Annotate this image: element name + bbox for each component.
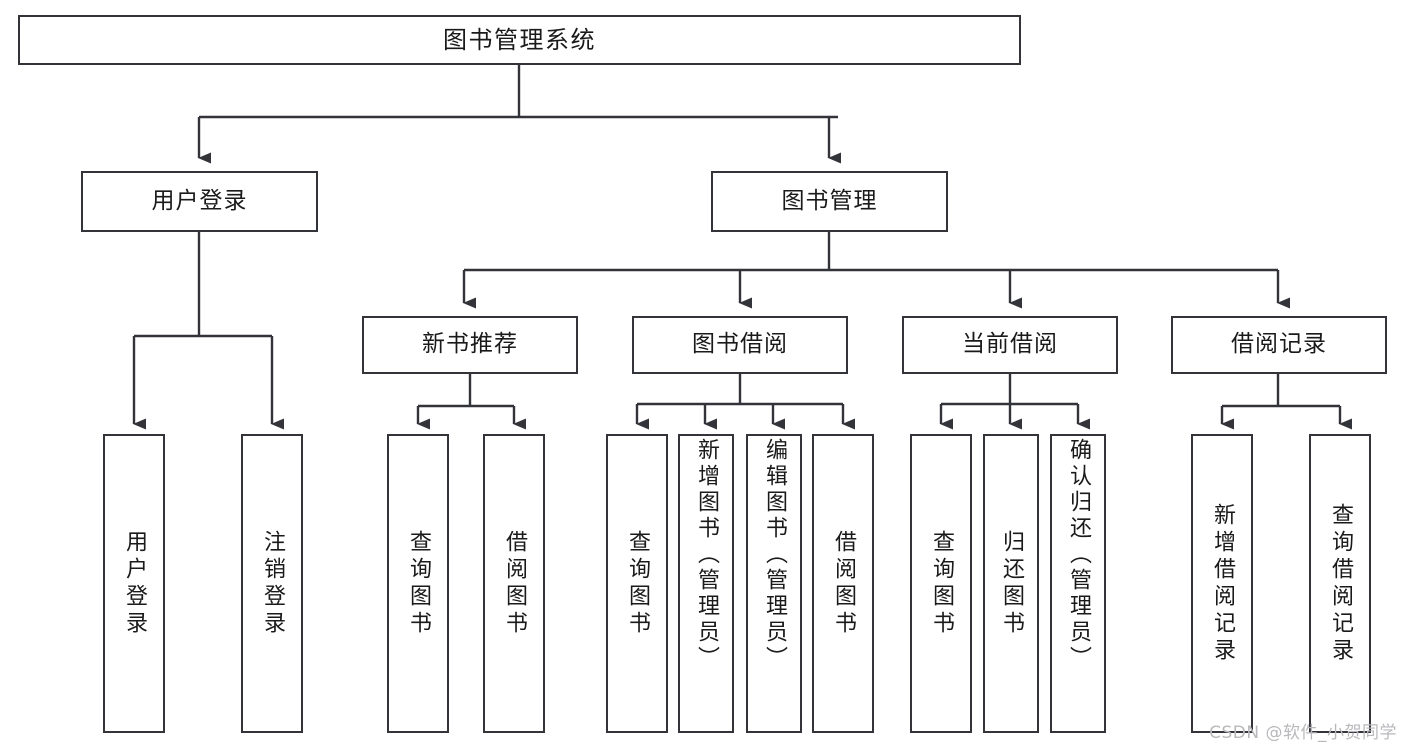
node-label: 新增借阅记录 bbox=[1210, 502, 1235, 665]
leaf-book-borrow-borrow[interactable]: 借阅图书 bbox=[812, 434, 874, 733]
node-label: 注销登录 bbox=[260, 529, 285, 638]
leaf-new-book-query[interactable]: 查询图书 bbox=[387, 434, 449, 733]
leaf-new-book-borrow[interactable]: 借阅图书 bbox=[483, 434, 545, 733]
node-label: 确认归还（管理员） bbox=[1066, 438, 1091, 672]
leaf-current-borrow-query[interactable]: 查询图书 bbox=[910, 434, 972, 733]
node-label: 新书推荐 bbox=[422, 331, 518, 358]
node-label: 借阅图书 bbox=[831, 529, 856, 638]
leaf-book-borrow-query[interactable]: 查询图书 bbox=[606, 434, 668, 733]
leaf-borrow-record-query[interactable]: 查询借阅记录 bbox=[1309, 434, 1371, 733]
leaf-book-borrow-add[interactable]: 新增图书（管理员） bbox=[678, 434, 734, 733]
node-label: 用户登录 bbox=[151, 187, 248, 214]
node-borrow-record[interactable]: 借阅记录 bbox=[1171, 316, 1387, 374]
leaf-user-login-login[interactable]: 用户登录 bbox=[103, 434, 165, 733]
node-label: 图书借阅 bbox=[692, 331, 788, 358]
node-label: 查询借阅记录 bbox=[1328, 502, 1353, 665]
node-root-system[interactable]: 图书管理系统 bbox=[18, 15, 1021, 65]
leaf-user-login-logout[interactable]: 注销登录 bbox=[241, 434, 303, 733]
node-label: 图书管理系统 bbox=[443, 25, 596, 54]
node-label: 借阅图书 bbox=[502, 529, 527, 638]
node-label: 归还图书 bbox=[999, 529, 1024, 638]
node-label: 编辑图书（管理员） bbox=[762, 438, 787, 672]
csdn-watermark: CSDN @软件_小贺同学 bbox=[1209, 723, 1397, 743]
node-current-borrow[interactable]: 当前借阅 bbox=[902, 316, 1118, 374]
node-label: 查询图书 bbox=[406, 529, 431, 638]
node-label: 用户登录 bbox=[122, 529, 147, 638]
node-new-book-recommend[interactable]: 新书推荐 bbox=[362, 316, 578, 374]
node-book-borrow[interactable]: 图书借阅 bbox=[632, 316, 848, 374]
node-label: 新增图书（管理员） bbox=[694, 438, 719, 672]
leaf-book-borrow-edit[interactable]: 编辑图书（管理员） bbox=[746, 434, 802, 733]
node-label: 查询图书 bbox=[625, 529, 650, 638]
leaf-borrow-record-add[interactable]: 新增借阅记录 bbox=[1191, 434, 1253, 733]
node-label: 借阅记录 bbox=[1231, 331, 1327, 358]
leaf-current-borrow-return[interactable]: 归还图书 bbox=[983, 434, 1039, 733]
node-label: 当前借阅 bbox=[962, 331, 1058, 358]
node-user-login[interactable]: 用户登录 bbox=[81, 171, 318, 232]
node-label: 查询图书 bbox=[929, 529, 954, 638]
node-book-management[interactable]: 图书管理 bbox=[711, 171, 948, 232]
node-label: 图书管理 bbox=[781, 187, 878, 214]
leaf-current-borrow-confirm[interactable]: 确认归还（管理员） bbox=[1050, 434, 1106, 733]
